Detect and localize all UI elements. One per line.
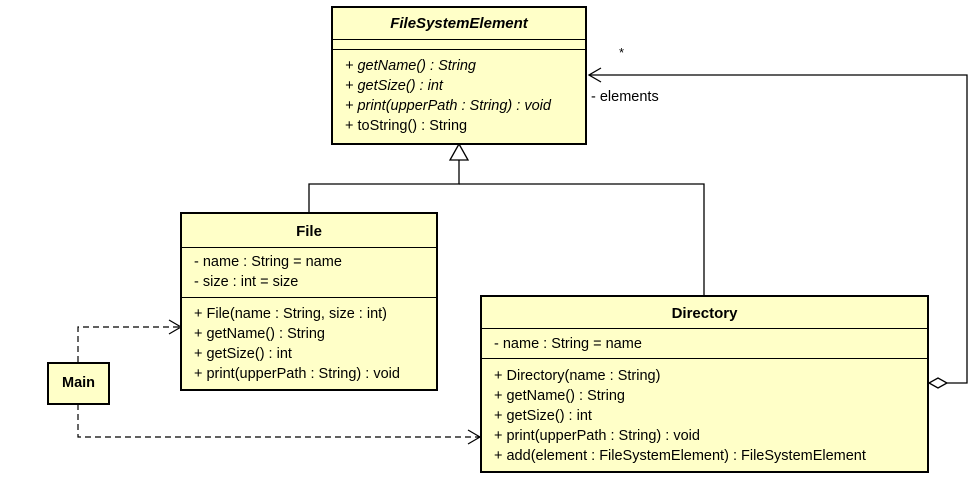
operation: + print(upperPath : String) : void	[494, 428, 700, 444]
operation: + File(name : String, size : int)	[194, 306, 387, 322]
attribute: - size : int = size	[194, 274, 299, 290]
attributes-compartment	[333, 40, 585, 50]
generalization-arrowhead	[448, 142, 470, 161]
class-name: Main	[61, 375, 96, 391]
operation: + getName() : String	[194, 326, 325, 342]
operation: + Directory(name : String)	[494, 368, 661, 384]
aggregation-diamond	[927, 377, 949, 389]
class-filesystemelement[interactable]: FileSystemElement + getName() : String +…	[331, 6, 587, 145]
generalization-file	[308, 160, 460, 212]
dependency-main-file	[77, 326, 181, 362]
aggregation-arrowhead	[587, 67, 602, 83]
operation: + add(element : FileSystemElement) : Fil…	[494, 448, 866, 464]
operation: + toString() : String	[345, 118, 468, 134]
attribute: - name : String = name	[194, 254, 342, 270]
class-file[interactable]: File - name : String = name - size : int…	[180, 212, 438, 391]
operations-compartment: + getName() : String + getSize() : int +…	[333, 50, 585, 136]
aggregation-line	[589, 74, 968, 384]
class-directory[interactable]: Directory - name : String = name + Direc…	[480, 295, 929, 473]
class-main[interactable]: Main	[47, 362, 110, 405]
dependency-main-directory	[77, 404, 480, 438]
operation: + getName() : String	[345, 58, 476, 74]
operation: + print(upperPath : String) : void	[194, 366, 400, 382]
class-name: FileSystemElement	[333, 8, 585, 40]
operation: + getSize() : int	[194, 346, 292, 362]
operations-compartment: + File(name : String, size : int) + getN…	[182, 298, 436, 384]
aggregation-multiplicity-label: *	[619, 45, 625, 60]
generalization-directory	[459, 183, 705, 295]
aggregation-role-label: - elements	[591, 89, 659, 105]
operation: + getSize() : int	[345, 78, 443, 94]
operation: + print(upperPath : String) : void	[345, 98, 551, 114]
class-name: File	[182, 214, 436, 248]
operation: + getName() : String	[494, 388, 625, 404]
class-name: Directory	[482, 297, 927, 329]
attributes-compartment: - name : String = name - size : int = si…	[182, 248, 436, 298]
operations-compartment: + Directory(name : String) + getName() :…	[482, 359, 927, 466]
attribute: - name : String = name	[494, 336, 642, 352]
attributes-compartment: - name : String = name	[482, 329, 927, 359]
operation: + getSize() : int	[494, 408, 592, 424]
